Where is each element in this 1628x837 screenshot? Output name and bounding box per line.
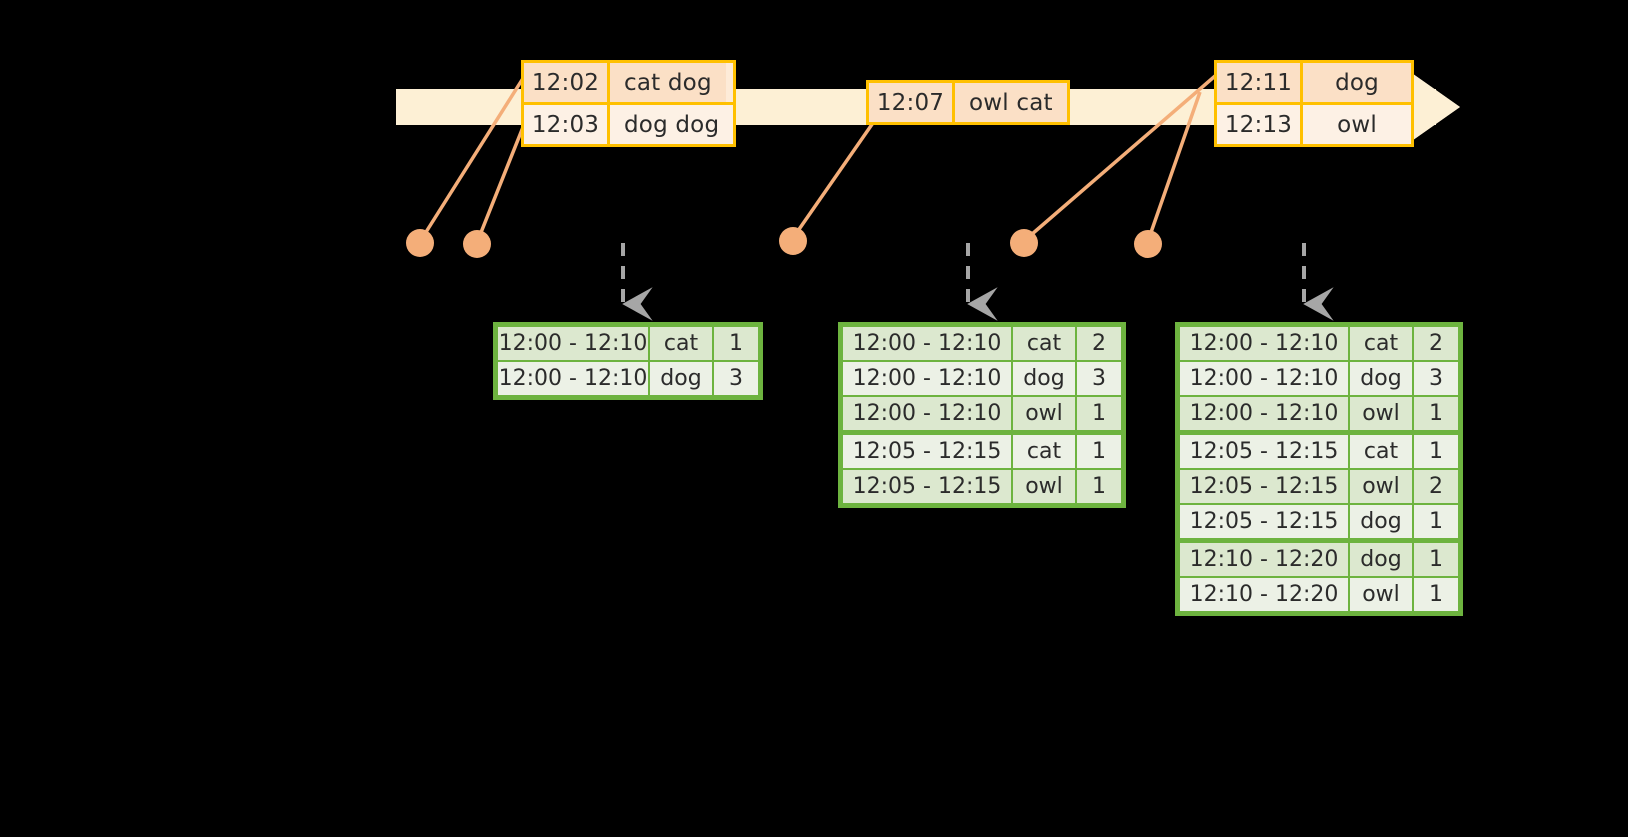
event-payload: owl cat	[955, 83, 1067, 122]
window-cell: 12:00 - 12:10	[843, 397, 1011, 430]
count-cell: 3	[1077, 362, 1121, 395]
event-row[interactable]: 12:07 owl cat	[869, 83, 1067, 122]
leader-line-1202	[419, 71, 529, 241]
count-cell: 1	[1077, 470, 1121, 503]
event-group-3[interactable]: 12:11 dog 12:13 owl	[1214, 60, 1414, 147]
event-dot-1213	[1134, 230, 1162, 258]
key-cell: dog	[1350, 543, 1412, 576]
key-cell: cat	[1350, 435, 1412, 468]
key-cell: owl	[1350, 397, 1412, 430]
window-cell: 12:05 - 12:15	[1180, 470, 1348, 503]
window-cell: 12:05 - 12:15	[843, 435, 1011, 468]
window-cell: 12:00 - 12:10	[843, 362, 1011, 395]
count-cell: 1	[1077, 435, 1121, 468]
window-cell: 12:00 - 12:10	[1180, 362, 1348, 395]
event-group-1[interactable]: 12:02 cat dog 12:03 dog dog	[521, 60, 737, 147]
key-cell: dog	[1350, 505, 1412, 538]
count-cell: 2	[1414, 327, 1458, 360]
event-time: 12:02	[524, 63, 610, 102]
window-cell: 12:05 - 12:15	[843, 470, 1011, 503]
count-cell: 1	[1414, 578, 1458, 611]
event-dot-1203	[463, 230, 491, 258]
window-cell: 12:00 - 12:10	[498, 362, 648, 395]
event-row[interactable]: 12:03 dog dog	[524, 102, 734, 144]
window-cell: 12:00 - 12:10	[843, 327, 1011, 360]
event-time: 12:07	[869, 83, 955, 122]
key-cell: cat	[1350, 327, 1412, 360]
key-cell: owl	[1350, 470, 1412, 503]
event-payload: dog dog	[610, 105, 734, 144]
window-cell: 12:10 - 12:20	[1180, 578, 1348, 611]
count-cell: 3	[1414, 362, 1458, 395]
event-group-2[interactable]: 12:07 owl cat	[866, 80, 1070, 125]
window-cell: 12:00 - 12:10	[1180, 327, 1348, 360]
window-cell: 12:10 - 12:20	[1180, 543, 1348, 576]
event-row[interactable]: 12:02 cat dog	[524, 63, 733, 102]
count-cell: 1	[1077, 397, 1121, 430]
key-cell: cat	[650, 327, 712, 360]
emit-arrows	[621, 243, 1334, 321]
count-cell: 1	[1414, 505, 1458, 538]
key-cell: dog	[1350, 362, 1412, 395]
event-payload: owl	[1303, 105, 1411, 144]
count-cell: 1	[1414, 543, 1458, 576]
event-row[interactable]: 12:11 dog	[1217, 63, 1411, 102]
count-cell: 1	[1414, 435, 1458, 468]
window-cell: 12:00 - 12:10	[498, 327, 648, 360]
key-cell: owl	[1013, 470, 1075, 503]
count-cell: 2	[1414, 470, 1458, 503]
window-cell: 12:05 - 12:15	[1180, 505, 1348, 538]
key-cell: owl	[1013, 397, 1075, 430]
count-cell: 3	[714, 362, 758, 395]
event-payload: dog	[1303, 63, 1411, 102]
event-dot-1202	[406, 229, 434, 257]
key-cell: owl	[1350, 578, 1412, 611]
event-dot-1207	[779, 227, 807, 255]
event-dots	[406, 227, 1162, 258]
event-row[interactable]: 12:13 owl	[1217, 102, 1411, 144]
leader-line-1213	[1146, 91, 1202, 242]
event-time: 12:03	[524, 105, 610, 144]
event-time: 12:13	[1217, 105, 1303, 144]
window-cell: 12:00 - 12:10	[1180, 397, 1348, 430]
window-cell: 12:05 - 12:15	[1180, 435, 1348, 468]
event-payload: cat dog	[610, 63, 726, 102]
key-cell: cat	[1013, 327, 1075, 360]
key-cell: dog	[650, 362, 712, 395]
event-time: 12:11	[1217, 63, 1303, 102]
event-dot-1211	[1010, 229, 1038, 257]
count-cell: 1	[714, 327, 758, 360]
count-cell: 1	[1414, 397, 1458, 430]
leader-line-1207	[791, 119, 877, 239]
key-cell: cat	[1013, 435, 1075, 468]
count-cell: 2	[1077, 327, 1121, 360]
key-cell: dog	[1013, 362, 1075, 395]
